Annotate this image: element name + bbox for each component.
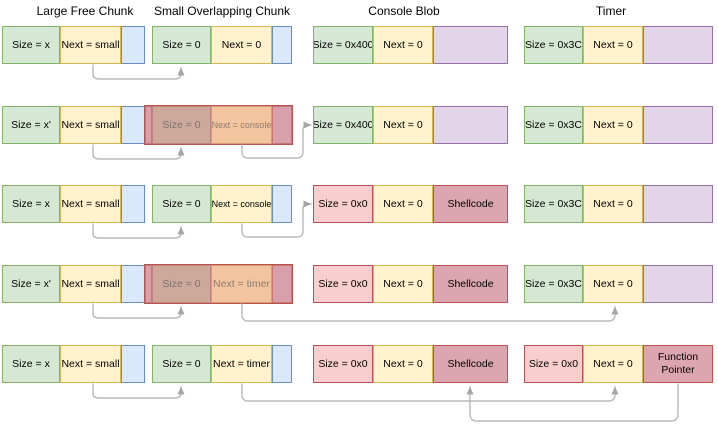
small-next-cell-row5: Next = timer bbox=[211, 345, 272, 383]
large-size-cell-row3: Size = x bbox=[2, 185, 60, 223]
arrow-next-small-to-size-row4 bbox=[92, 303, 185, 319]
console-next-cell-row4: Next = 0 bbox=[373, 265, 433, 303]
small-size-cell-row1: Size = 0 bbox=[152, 26, 211, 64]
small-next-cell-row4: Next = timer bbox=[211, 265, 272, 303]
small-next-cell-row1: Next = 0 bbox=[211, 26, 272, 64]
arrow-function-pointer-to-shellcode-row5 bbox=[466, 383, 679, 422]
timer-data-cell-row4 bbox=[643, 265, 713, 303]
console-next-cell-row3: Next = 0 bbox=[373, 185, 433, 223]
overflow-lead-cell-row4 bbox=[145, 265, 152, 303]
console-size-cell-row4: Size = 0x0 bbox=[313, 265, 373, 303]
section-title-console-blob: Console Blob bbox=[368, 4, 440, 18]
timer-next-cell-row2: Next = 0 bbox=[583, 106, 643, 144]
large-size-cell-row2: Size = x' bbox=[2, 106, 60, 144]
large-data-cell-row4 bbox=[121, 265, 145, 303]
console-data-cell-row5: Shellcode bbox=[433, 345, 508, 383]
timer-data-cell-row2 bbox=[643, 106, 713, 144]
timer-data-cell-row1 bbox=[643, 26, 713, 64]
arrow-next-to-timer-row4 bbox=[241, 303, 619, 322]
large-size-cell-row5: Size = x bbox=[2, 345, 60, 383]
small-size-cell-row5: Size = 0 bbox=[152, 345, 211, 383]
large-next-cell-row3: Next = small bbox=[60, 185, 121, 223]
arrow-next-small-to-size-row5 bbox=[92, 383, 185, 399]
timer-data-cell-row3 bbox=[643, 185, 713, 223]
console-next-cell-row5: Next = 0 bbox=[373, 345, 433, 383]
timer-size-cell-row4: Size = 0x3C bbox=[524, 265, 583, 303]
console-next-cell-row1: Next = 0 bbox=[373, 26, 433, 64]
console-data-cell-row1 bbox=[433, 26, 508, 64]
large-data-cell-row1 bbox=[121, 26, 145, 64]
console-data-cell-row3: Shellcode bbox=[433, 185, 508, 223]
large-data-cell-row5 bbox=[121, 345, 145, 383]
console-size-cell-row1: Size = 0x400 bbox=[313, 26, 373, 64]
timer-size-cell-row2: Size = 0x3C bbox=[524, 106, 583, 144]
timer-next-cell-row1: Next = 0 bbox=[583, 26, 643, 64]
large-next-cell-row2: Next = small bbox=[60, 106, 121, 144]
arrow-next-to-timer-row5 bbox=[241, 383, 619, 402]
section-title-timer: Timer bbox=[595, 4, 627, 18]
large-next-cell-row1: Next = small bbox=[60, 26, 121, 64]
timer-size-cell-row5: Size = 0x0 bbox=[524, 345, 583, 383]
large-data-cell-row3 bbox=[121, 185, 145, 223]
small-size-cell-row4: Size = 0 bbox=[152, 265, 211, 303]
section-title-large-free-chunk: Large Free Chunk bbox=[36, 4, 134, 18]
large-next-cell-row4: Next = small bbox=[60, 265, 121, 303]
small-data-cell-row4 bbox=[272, 265, 292, 303]
console-size-cell-row2: Size = 0x400 bbox=[313, 106, 373, 144]
large-next-cell-row5: Next = small bbox=[60, 345, 121, 383]
large-data-cell-row2 bbox=[121, 106, 145, 144]
timer-next-cell-row3: Next = 0 bbox=[583, 185, 643, 223]
section-title-small-overlapping-chunk: Small Overlapping Chunk bbox=[153, 4, 291, 18]
arrow-next-small-to-size-row2 bbox=[92, 144, 185, 160]
timer-size-cell-row1: Size = 0x3C bbox=[524, 26, 583, 64]
console-next-cell-row2: Next = 0 bbox=[373, 106, 433, 144]
small-next-cell-row2: Next = console bbox=[211, 106, 272, 144]
small-next-cell-row3: Next = console bbox=[211, 185, 272, 223]
overflow-lead-cell-row2 bbox=[145, 106, 152, 144]
console-data-cell-row4: Shellcode bbox=[433, 265, 508, 303]
small-data-cell-row3 bbox=[272, 185, 292, 223]
timer-next-cell-row5: Next = 0 bbox=[583, 345, 643, 383]
console-data-cell-row2 bbox=[433, 106, 508, 144]
small-data-cell-row1 bbox=[272, 26, 292, 64]
large-size-cell-row1: Size = x bbox=[2, 26, 60, 64]
timer-next-cell-row4: Next = 0 bbox=[583, 265, 643, 303]
console-size-cell-row5: Size = 0x0 bbox=[313, 345, 373, 383]
large-size-cell-row4: Size = x' bbox=[2, 265, 60, 303]
timer-size-cell-row3: Size = 0x3C bbox=[524, 185, 583, 223]
timer-data-cell-row5: Function Pointer bbox=[643, 345, 713, 383]
small-data-cell-row2 bbox=[272, 106, 292, 144]
small-size-cell-row2: Size = 0 bbox=[152, 106, 211, 144]
console-size-cell-row3: Size = 0x0 bbox=[313, 185, 373, 223]
small-data-cell-row5 bbox=[272, 345, 292, 383]
small-size-cell-row3: Size = 0 bbox=[152, 185, 211, 223]
arrow-next-small-to-size-row3 bbox=[92, 223, 185, 239]
arrow-next-small-to-size-row1 bbox=[92, 64, 185, 80]
